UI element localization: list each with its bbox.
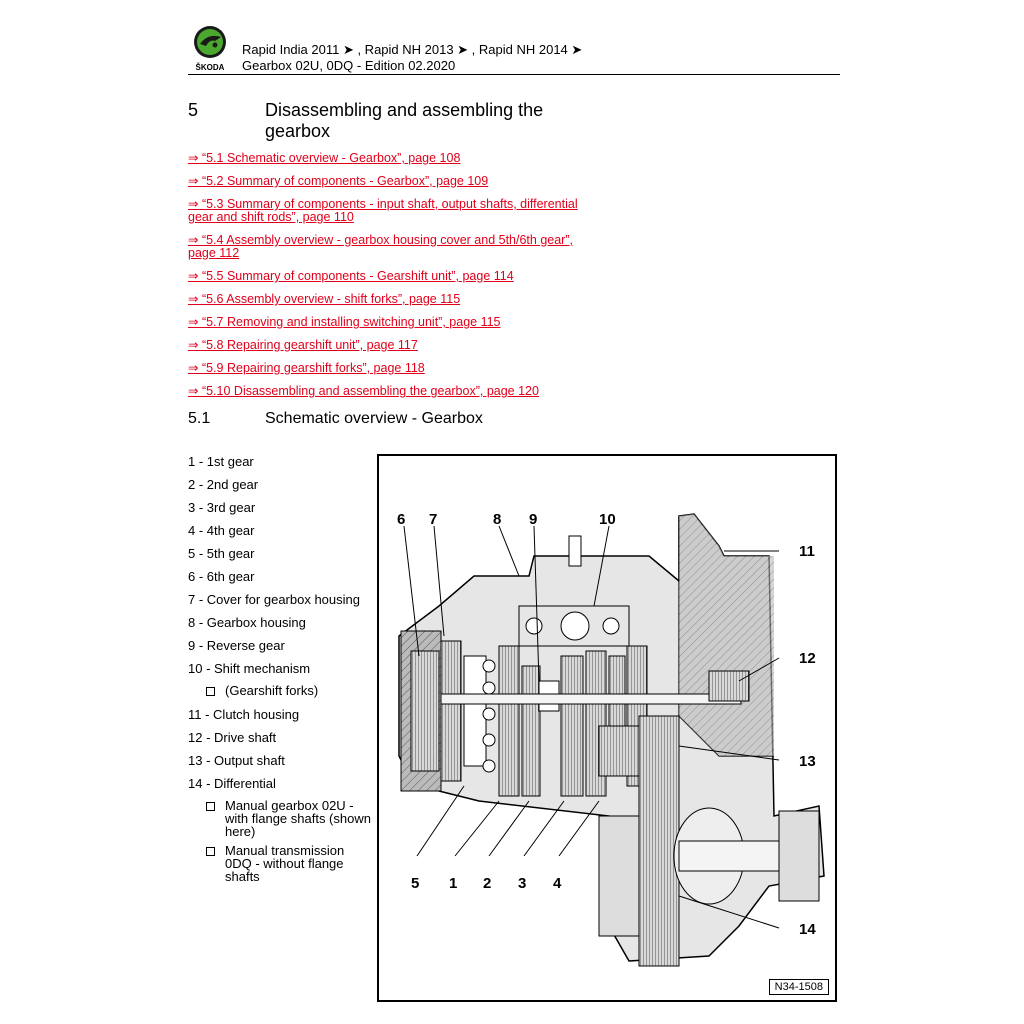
callout-label: 11 [799, 543, 815, 560]
toc-link[interactable]: ⇒ “5.10 Disassembling and assembling the… [188, 384, 539, 398]
legend-subitem: Manual gearbox 02U - with flange shafts … [188, 799, 373, 838]
legend-item: 3 - 3rd gear [188, 500, 256, 515]
legend-item: 9 - Reverse gear [188, 638, 285, 653]
legend-item: 14 - Differential [188, 776, 276, 791]
section-toc: ⇒ “5.1 Schematic overview - Gearbox”, pa… [188, 152, 588, 408]
gearbox-drawing: 6 7 8 9 10 11 12 13 14 5 1 2 3 4 [397, 511, 825, 967]
edition-line: Gearbox 02U, 0DQ - Edition 02.2020 [242, 58, 456, 73]
callout-label: 12 [799, 650, 816, 667]
skoda-logo: ŠKODA [194, 26, 226, 72]
callout-label: 7 [429, 511, 437, 528]
checkbox-bullet-icon [206, 687, 215, 696]
callout-label: 13 [799, 753, 816, 770]
callout-label: 6 [397, 511, 405, 528]
toc-link[interactable]: ⇒ “5.5 Summary of components - Gearshift… [188, 269, 514, 283]
legend-item: 1 - 1st gear [188, 454, 254, 469]
toc-link[interactable]: ⇒ “5.3 Summary of components - input sha… [188, 197, 578, 224]
legend-item: 10 - Shift mechanism [188, 661, 311, 676]
skoda-logo-wordmark: ŠKODA [196, 63, 225, 72]
legend-item: 4 - 4th gear [188, 523, 255, 538]
section-title: Disassembling and assembling the gearbox [265, 100, 544, 141]
legend-item: 2 - 2nd gear [188, 477, 259, 492]
toc-link[interactable]: ⇒ “5.4 Assembly overview - gearbox housi… [188, 233, 573, 260]
gearbox-cross-section-figure: 6 7 8 9 10 11 12 13 14 5 1 2 3 4 N34-150… [377, 454, 837, 1002]
legend-item: 7 - Cover for gearbox housing [188, 592, 360, 607]
component-legend: 1 - 1st gear 2 - 2nd gear 3 - 3rd gear 4… [188, 454, 373, 889]
document-header: Rapid India 2011 ➤ , Rapid NH 2013 ➤ , R… [242, 42, 582, 74]
callout-label: 2 [483, 875, 491, 892]
header-divider [188, 74, 840, 75]
toc-link[interactable]: ⇒ “5.7 Removing and installing switching… [188, 315, 501, 329]
legend-item: 11 - Clutch housing [188, 707, 300, 722]
toc-link[interactable]: ⇒ “5.8 Repairing gearshift unit”, page 1… [188, 338, 418, 352]
checkbox-bullet-icon [206, 802, 215, 811]
section-number: 5 [188, 100, 199, 120]
toc-link[interactable]: ⇒ “5.9 Repairing gearshift forks”, page … [188, 361, 425, 375]
callout-label: 14 [799, 921, 816, 938]
toc-link[interactable]: ⇒ “5.2 Summary of components - Gearbox”,… [188, 174, 489, 188]
legend-subitem: (Gearshift forks) [188, 684, 373, 707]
callout-label: 4 [553, 875, 562, 892]
legend-item: 8 - Gearbox housing [188, 615, 306, 630]
legend-item: 12 - Drive shaft [188, 730, 277, 745]
subsection-number: 5.1 [188, 410, 211, 427]
legend-item: 13 - Output shaft [188, 753, 285, 768]
legend-item: 5 - 5th gear [188, 546, 255, 561]
callout-label: 9 [529, 511, 537, 528]
toc-link[interactable]: ⇒ “5.1 Schematic overview - Gearbox”, pa… [188, 151, 461, 165]
callout-label: 1 [449, 875, 457, 892]
figure-id-label: N34-1508 [768, 979, 829, 995]
model-line: Rapid India 2011 ➤ , Rapid NH 2013 ➤ , R… [242, 42, 583, 57]
callout-label: 3 [518, 875, 526, 892]
checkbox-bullet-icon [206, 847, 215, 856]
toc-link[interactable]: ⇒ “5.6 Assembly overview - shift forks”,… [188, 292, 461, 306]
legend-subitem: Manual transmission 0DQ - without flange… [188, 844, 373, 883]
callout-label: 5 [411, 875, 419, 892]
callout-label: 10 [599, 511, 616, 528]
legend-item: 6 - 6th gear [188, 569, 255, 584]
callout-label: 8 [493, 511, 501, 528]
subsection-title: Schematic overview - Gearbox [265, 410, 483, 427]
